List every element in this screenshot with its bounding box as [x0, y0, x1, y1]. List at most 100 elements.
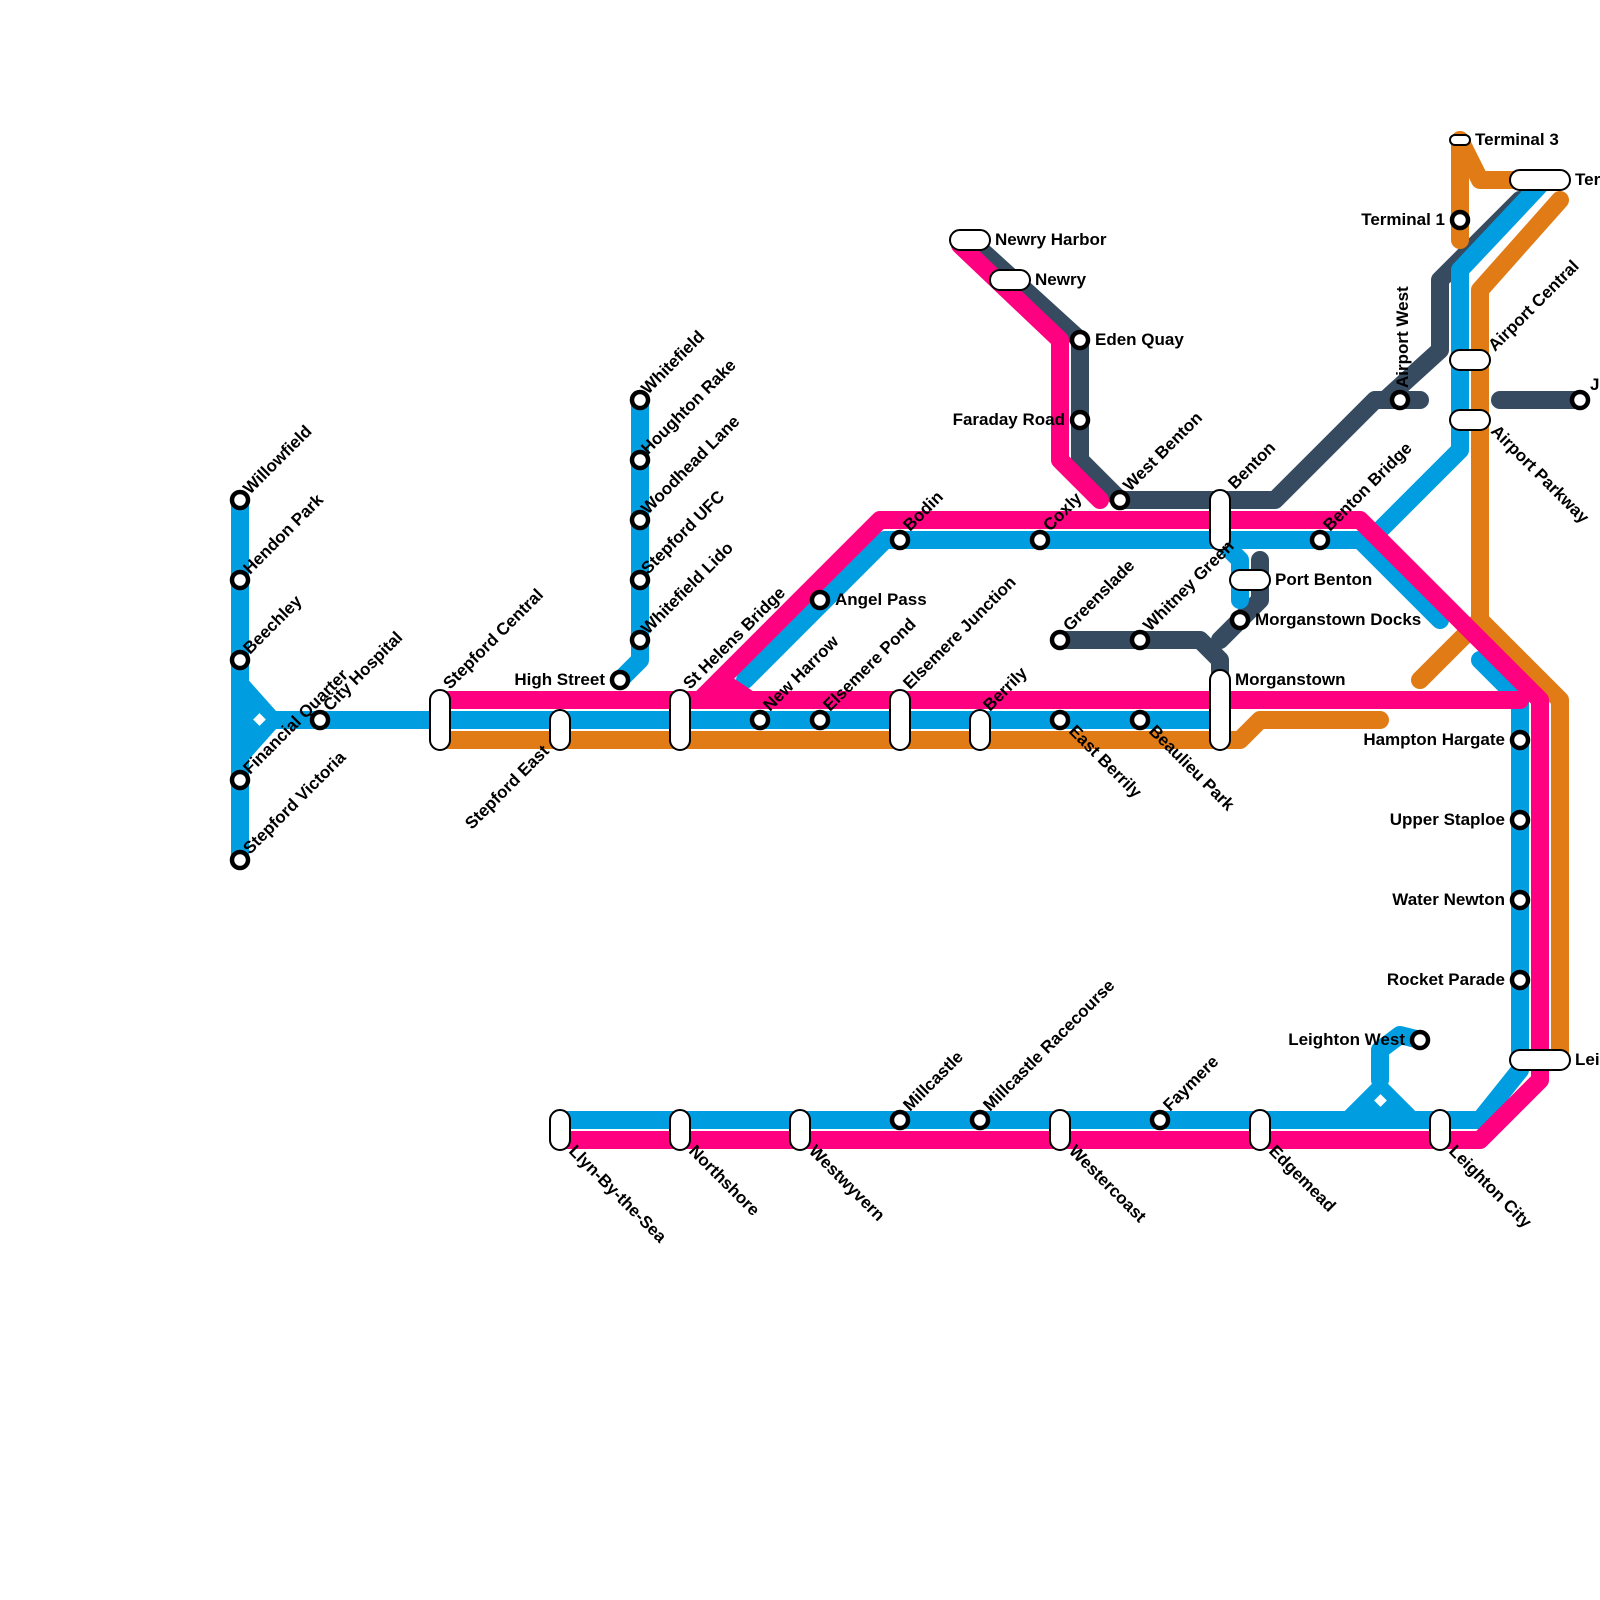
willowfield-marker[interactable] [229, 489, 251, 511]
houghton-rake-marker[interactable] [629, 449, 651, 471]
label-northshore: Northshore [685, 1141, 763, 1219]
label-west-benton: West Benton [1119, 408, 1206, 495]
whitney-green-marker[interactable] [1129, 629, 1151, 651]
high-street-marker[interactable] [609, 669, 631, 691]
woodhead-lane-marker[interactable] [629, 509, 651, 531]
benton-bridge-marker[interactable] [1309, 529, 1331, 551]
label-millcastle: Millcastle [899, 1047, 967, 1115]
label-edgemead: Edgemead [1265, 1141, 1339, 1215]
label-benton: Benton [1224, 438, 1279, 493]
label-westercoast: Westercoast [1065, 1141, 1150, 1226]
greenslade-marker[interactable] [1049, 629, 1071, 651]
city-hospital-marker[interactable] [309, 709, 331, 731]
label-llyn-by-the-sea: Llyn-By-the-Sea [565, 1141, 670, 1246]
newry-harbor-marker[interactable] [949, 229, 991, 251]
faymere-marker[interactable] [1149, 1109, 1171, 1131]
label-willowfield: Willowfield [239, 422, 315, 498]
upper-staploe-marker[interactable] [1509, 809, 1531, 831]
westwyvern-marker[interactable] [789, 1109, 811, 1151]
stepford-east-marker[interactable] [549, 709, 571, 751]
label-terminal-1: Terminal 1 [1361, 210, 1445, 229]
leighton-west-marker[interactable] [1409, 1029, 1431, 1051]
east-berrily-marker[interactable] [1049, 709, 1071, 731]
label-terminal-3: Terminal 3 [1475, 130, 1559, 149]
elsemere-junction-marker[interactable] [889, 689, 911, 751]
capsule-stations [429, 134, 1571, 1151]
hendon-park-marker[interactable] [229, 569, 251, 591]
beechley-marker[interactable] [229, 649, 251, 671]
coxly-marker[interactable] [1029, 529, 1051, 551]
angel-pass-marker[interactable] [809, 589, 831, 611]
label-morganstown-docks: Morganstown Docks [1255, 610, 1421, 629]
label-greenslade: Greenslade [1059, 556, 1138, 635]
label-westwyvern: Westwyvern [805, 1141, 888, 1224]
millcastle-racecourse-marker[interactable] [969, 1109, 991, 1131]
leighton-east-marker[interactable] [1509, 1049, 1571, 1071]
label-lei-partial: Lei [1575, 1050, 1600, 1069]
label-upper-staploe: Upper Staploe [1390, 810, 1505, 829]
llyn-by-the-sea-marker[interactable] [549, 1109, 571, 1151]
label-whitney-green: Whitney Green [1139, 537, 1237, 635]
westercoast-marker[interactable] [1049, 1109, 1071, 1151]
eden-quay-marker[interactable] [1069, 329, 1091, 351]
label-port-benton: Port Benton [1275, 570, 1372, 589]
stepford-ufc-marker[interactable] [629, 569, 651, 591]
label-faraday-road: Faraday Road [953, 410, 1065, 429]
whitefield-lido-marker[interactable] [629, 629, 651, 651]
financial-quarter-marker[interactable] [229, 769, 251, 791]
stepford-central-marker[interactable] [429, 689, 451, 751]
terminal-1-marker[interactable] [1449, 209, 1471, 231]
station-labels: Willowfield Hendon Park Beechley Financi… [239, 130, 1600, 1247]
label-angel-pass: Angel Pass [835, 590, 927, 609]
newry-marker[interactable] [989, 269, 1031, 291]
morganstown-docks-marker[interactable] [1229, 609, 1251, 631]
elsemere-pond-marker[interactable] [809, 709, 831, 731]
label-hendon-park: Hendon Park [239, 490, 327, 578]
edgemead-marker[interactable] [1249, 1109, 1271, 1151]
bodin-marker[interactable] [889, 529, 911, 551]
rocket-parade-marker[interactable] [1509, 969, 1531, 991]
new-harrow-marker[interactable] [749, 709, 771, 731]
port-benton-marker[interactable] [1229, 569, 1271, 591]
airport-west-marker[interactable] [1389, 389, 1411, 411]
label-leighton-city: Leighton City [1445, 1141, 1536, 1232]
label-rocket-parade: Rocket Parade [1387, 970, 1505, 989]
terminal-2-marker[interactable] [1509, 169, 1571, 191]
interchange-marker [1374, 1094, 1387, 1107]
benton-marker[interactable] [1209, 489, 1231, 551]
label-airport-parkway: Airport Parkway [1487, 421, 1593, 527]
beaulieu-park-marker[interactable] [1129, 709, 1151, 731]
hampton-hargate-marker[interactable] [1509, 729, 1531, 751]
label-millcastle-racecourse: Millcastle Racecourse [979, 976, 1118, 1115]
terminal-3-marker[interactable] [1449, 134, 1471, 146]
circle-stations [229, 209, 1591, 1131]
label-airport-west: Airport West [1393, 286, 1412, 388]
millcastle-marker[interactable] [889, 1109, 911, 1131]
berrily-marker[interactable] [969, 709, 991, 751]
label-morganstown: Morganstown [1235, 670, 1346, 689]
morganstown-marker[interactable] [1209, 669, 1231, 751]
label-terminal-2-partial: Ter [1575, 170, 1600, 189]
label-leighton-west: Leighton West [1288, 1030, 1405, 1049]
label-stepford-east: Stepford East [461, 741, 553, 833]
label-water-newton: Water Newton [1392, 890, 1505, 909]
west-benton-marker[interactable] [1109, 489, 1131, 511]
airport-central-marker[interactable] [1449, 349, 1491, 371]
label-j-partial: J [1590, 375, 1599, 394]
pink-line[interactable] [431, 236, 1549, 1149]
label-faymere: Faymere [1159, 1052, 1222, 1115]
orange-line[interactable] [431, 131, 1569, 1069]
st-helens-bridge-marker[interactable] [669, 689, 691, 751]
airport-parkway-marker[interactable] [1449, 409, 1491, 431]
northshore-marker[interactable] [669, 1109, 691, 1151]
stepford-victoria-marker[interactable] [229, 849, 251, 871]
faraday-road-marker[interactable] [1069, 409, 1091, 431]
label-newry: Newry [1035, 270, 1087, 289]
label-high-street: High Street [514, 670, 605, 689]
label-beechley: Beechley [239, 591, 306, 658]
whitefield-marker[interactable] [629, 389, 651, 411]
j-station-marker[interactable] [1569, 389, 1591, 411]
water-newton-marker[interactable] [1509, 889, 1531, 911]
leighton-city-marker[interactable] [1429, 1109, 1451, 1151]
